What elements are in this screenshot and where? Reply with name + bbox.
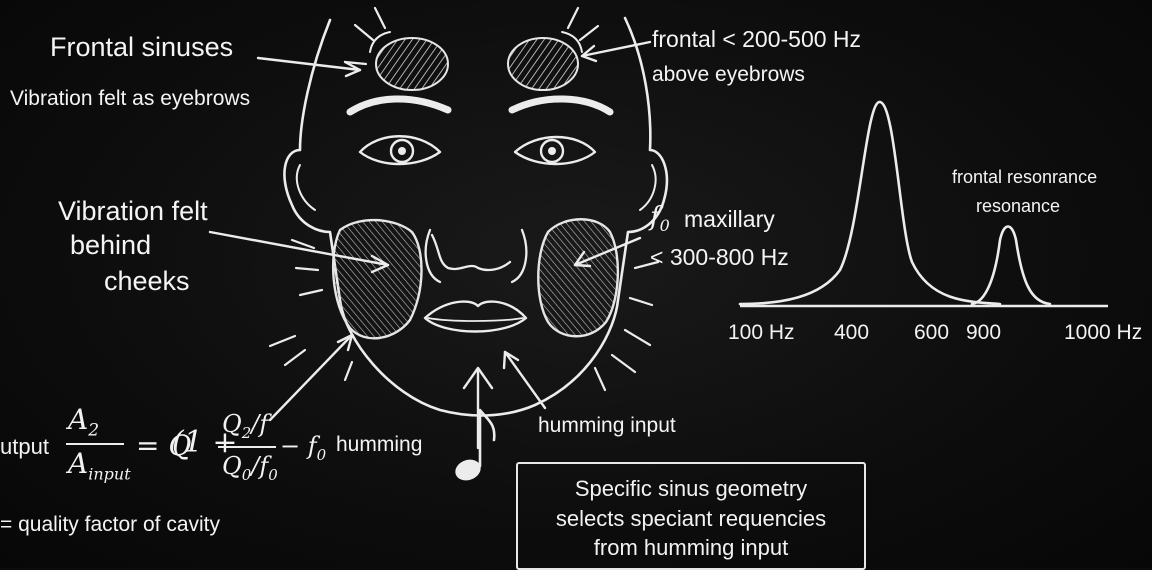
head-outline [284, 18, 666, 415]
f0-symbol: f0 [650, 204, 670, 234]
x-tick-label: 600 [914, 322, 949, 343]
x-tick-label: 900 [966, 322, 1001, 343]
formula-q2: Q2/f [222, 412, 268, 441]
formula-den: Ainput [68, 450, 131, 483]
music-note-icon [452, 410, 494, 484]
frontal-frequency-label: frontal < 200-500 Hz [652, 28, 861, 51]
maxillary-sinus-right [538, 219, 618, 336]
x-tick-label: 100 Hz [728, 322, 795, 343]
vibration-eyebrows-label: Vibration felt as eyebrows [10, 88, 250, 109]
x-tick-label: 1000 Hz [1064, 322, 1142, 343]
formula-q0: Q0/f0 [222, 454, 278, 483]
frontal-sinuses-label: Frontal sinuses [50, 34, 233, 61]
frontal-sinus-left [376, 38, 448, 90]
quality-factor-definition: = quality factor of cavity [0, 514, 220, 535]
maxillary-sinus-left [333, 220, 421, 338]
explanation-line-3: from humming input [518, 535, 864, 561]
maxillary-label: maxillary [684, 208, 775, 231]
above-eyebrows-label: above eyebrows [652, 64, 805, 85]
chart-annotation-line1: frontal resonrance [952, 168, 1097, 186]
vibration-cheeks-line1: Vibration felt [58, 198, 208, 225]
maxillary-frequency-label: < 300-800 Hz [650, 246, 789, 269]
x-tick-label: 400 [834, 322, 869, 343]
humming-input-label: humming input [538, 415, 676, 436]
explanation-line-2: selects speciant requencies [518, 506, 864, 532]
chart-annotation-line2: resonance [976, 197, 1060, 215]
explanation-line-1: Specific sinus geometry [518, 476, 864, 502]
formula-prefix: utput [0, 436, 49, 458]
explanation-box: Specific sinus geometry selects speciant… [516, 462, 866, 570]
frontal-sinus-right [508, 38, 578, 90]
resonance-peak-maxillary [972, 227, 1050, 305]
formula-num: A2 [68, 406, 99, 440]
vibration-cheeks-line2: behind [70, 232, 151, 259]
resonance-peak-frontal [740, 102, 1000, 304]
formula-minus-f0: − f0 [280, 434, 326, 463]
transfer-formula: utput A2 Ainput = Q (1 + Q2/f Q0/f0 − f0 [0, 398, 330, 498]
vibration-cheeks-line3: cheeks [104, 268, 190, 295]
humming-label: humming [336, 434, 422, 455]
